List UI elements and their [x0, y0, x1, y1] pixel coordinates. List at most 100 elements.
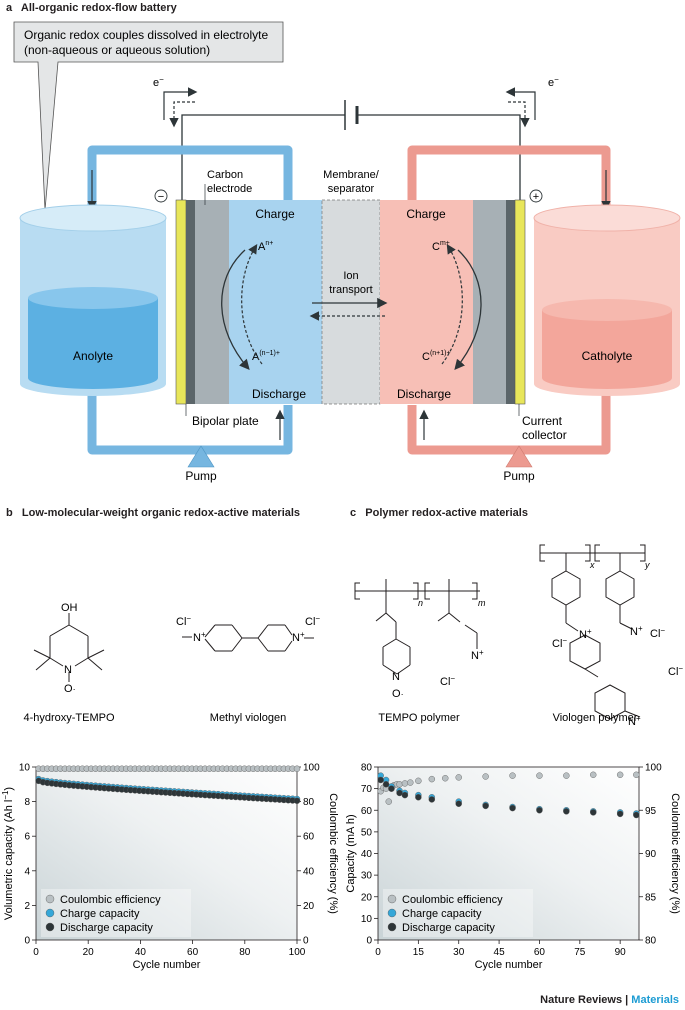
y2-tick-label: 100 — [303, 763, 320, 774]
data-point-coulombic-efficiency — [616, 771, 624, 778]
y2-tick-label: 60 — [303, 832, 315, 843]
subscript-y: y — [644, 560, 650, 570]
panel-b-title: Low-molecular-weight organic redox-activ… — [21, 507, 301, 519]
panel-a-header: a All-organic redox-flow battery — [6, 2, 177, 14]
data-point-discharge-capacity — [396, 789, 403, 797]
legend-label: Discharge capacity — [402, 922, 495, 934]
data-point-discharge-capacity — [633, 811, 640, 819]
subscript-x: x — [589, 560, 595, 570]
anolyte-label: Anolyte — [73, 349, 113, 363]
data-point-discharge-capacity — [293, 797, 301, 804]
data-point-discharge-capacity — [382, 781, 390, 788]
carbon-electrode-label-2: electrode — [207, 183, 252, 195]
y-tick-label: 10 — [361, 914, 373, 925]
x-tick-label: 15 — [413, 947, 425, 958]
y-tick-label: 2 — [24, 901, 30, 912]
y2-axis-label: Coulombic efficiency (%) — [327, 793, 339, 914]
data-point-coulombic-efficiency — [590, 771, 597, 778]
anolyte-pipe-bottom — [87, 392, 293, 455]
catholyte-pipe-bottom — [407, 392, 611, 455]
y-tick-label: 60 — [361, 806, 373, 817]
data-point-coulombic-efficiency — [415, 777, 422, 785]
y2-tick-label: 0 — [303, 936, 309, 947]
ion-transport-label-2: transport — [329, 284, 372, 296]
anolyte-reduced-species: A(n−1)+ — [252, 350, 280, 363]
carbon-electrode-right — [473, 200, 506, 404]
bipolar-plate-left — [186, 200, 195, 404]
data-point-coulombic-efficiency — [385, 798, 392, 805]
electron-arrow-right-solid — [505, 87, 536, 120]
data-point-coulombic-efficiency — [455, 774, 462, 781]
data-point-coulombic-efficiency — [442, 775, 449, 782]
positive-terminal-icon — [529, 189, 543, 203]
current-collector-label-2: collector — [522, 428, 567, 442]
data-point-discharge-capacity — [536, 807, 543, 814]
anolyte-cycle-arrow-dashed — [241, 243, 263, 365]
redox-flow-battery-diagram: Organic redox couples dissolved in elect… — [13, 21, 681, 483]
panel-b-letter: b — [6, 507, 13, 519]
data-point-discharge-capacity — [616, 810, 624, 818]
panel-a-title: All-organic redox-flow battery — [20, 2, 177, 14]
tempo-polymer-structure — [354, 579, 480, 675]
legend-marker — [387, 922, 397, 932]
legend-marker — [45, 922, 55, 932]
subscript-m: m — [478, 598, 486, 608]
callout-line-1: Organic redox couples dissolved in elect… — [24, 28, 268, 42]
catholyte-tank — [533, 204, 681, 396]
negative-terminal-icon — [154, 189, 168, 203]
y2-tick-label: 80 — [645, 936, 657, 947]
panel-c-title: Polymer redox-active materials — [365, 507, 528, 519]
footer-brand: Nature Reviews — [540, 994, 623, 1006]
anolyte-pump-label: Pump — [185, 469, 217, 483]
catholyte-pump-label: Pump — [503, 469, 535, 483]
catholyte-label: Catholyte — [582, 349, 633, 363]
data-point-coulombic-efficiency — [482, 773, 489, 780]
legend-marker — [45, 894, 55, 904]
data-point-coulombic-efficiency — [509, 772, 516, 779]
x-tick-label: 90 — [615, 947, 627, 958]
charge-label-left: Charge — [255, 207, 295, 221]
y-tick-label: 10 — [19, 763, 31, 774]
catholyte-compartment — [380, 200, 473, 404]
hydroxy-group-label: OH — [61, 602, 78, 614]
x-tick-label: 75 — [574, 947, 586, 958]
data-point-coulombic-efficiency — [293, 765, 301, 772]
y-tick-label: 0 — [24, 936, 30, 947]
y2-tick-label: 40 — [303, 866, 315, 877]
pyridinium-right-label: N+ — [292, 630, 305, 644]
x-tick-label: 60 — [187, 947, 199, 958]
legend-box — [383, 889, 533, 937]
subscript-n: n — [418, 598, 423, 608]
y2-tick-label: 20 — [303, 901, 315, 912]
molecule-structures: OH N O· Cl− N+ N+ Cl− n m N O· N+ Cl− x … — [23, 544, 683, 728]
anolyte-pump-icon — [187, 445, 215, 468]
data-point-discharge-capacity — [428, 796, 436, 803]
data-point-discharge-capacity — [509, 804, 516, 812]
current-collector-right — [514, 199, 526, 405]
callout-box — [13, 21, 284, 211]
mol-name-methyl-viologen: Methyl viologen — [210, 712, 286, 724]
panel-c-header: c Polymer redox-active materials — [350, 507, 528, 519]
y-tick-label: 40 — [361, 849, 373, 860]
legend-label: Charge capacity — [402, 908, 482, 920]
catholyte-pipe-top — [407, 145, 611, 208]
electron-arrow-left-solid — [163, 87, 198, 120]
anolyte-compartment — [229, 200, 322, 404]
x-tick-label: 45 — [494, 947, 506, 958]
electron-label-left: e− — [153, 75, 164, 89]
nitroxide-n-label: N — [64, 664, 72, 676]
x-tick-label: 60 — [534, 947, 546, 958]
bipolar-plate-right — [506, 200, 515, 404]
data-point-coulombic-efficiency — [407, 779, 414, 786]
viologen-polymer-chloride-3: Cl− — [668, 664, 683, 678]
membrane-separator — [321, 199, 381, 405]
y2-tick-label: 90 — [645, 849, 657, 860]
tempo-polymer-chloride-label: Cl− — [440, 674, 455, 688]
y-tick-label: 8 — [24, 797, 30, 808]
y-tick-label: 30 — [361, 871, 373, 882]
data-point-discharge-capacity — [388, 785, 395, 792]
y2-tick-label: 85 — [645, 892, 657, 903]
data-point-coulombic-efficiency — [536, 772, 543, 779]
